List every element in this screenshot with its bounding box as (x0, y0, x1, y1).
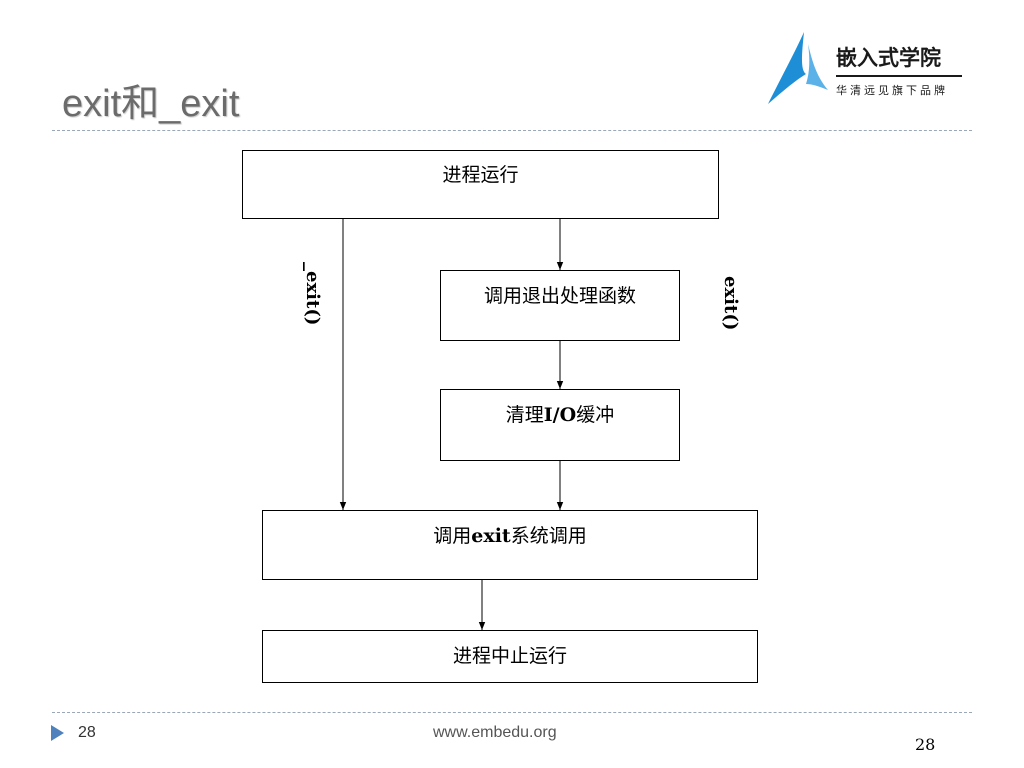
node-call-exit-handlers-label: 调用退出处理函数 (483, 285, 636, 307)
node-exit-syscall-label-prefix: 调用 (433, 525, 472, 547)
node-exit-syscall-label-suffix: 系统调用 (510, 525, 587, 547)
edge-label-exit: exit() (720, 276, 741, 331)
logo-tagline: 华清远见旗下品牌 (836, 84, 948, 97)
node-process-running-label: 进程运行 (442, 164, 519, 186)
node-exit-syscall-label-exit: exit (471, 525, 511, 547)
page-number: 28 (915, 735, 936, 754)
header-divider (52, 130, 972, 131)
play-triangle-icon (51, 725, 64, 741)
node-process-running: 进程运行 (242, 150, 719, 219)
node-clean-io-buffer: 清理I/O缓冲 (440, 389, 680, 461)
node-process-terminated-label: 进程中止运行 (452, 645, 567, 667)
footer-divider (52, 712, 972, 713)
node-call-exit-handlers: 调用退出处理函数 (440, 270, 680, 341)
sail-logo-icon (768, 32, 828, 104)
logo-name: 嵌入式学院 (836, 46, 941, 70)
node-exit-syscall: 调用exit系统调用 (262, 510, 758, 580)
footer-slide-number: 28 (78, 724, 96, 741)
node-process-terminated: 进程中止运行 (262, 630, 758, 683)
node-clean-io-buffer-label-io: I/O (543, 404, 577, 426)
node-clean-io-buffer-label-prefix: 清理 (505, 404, 544, 426)
logo-underline (836, 75, 962, 77)
edge-label-underscore-exit: _exit() (302, 262, 323, 326)
footer-url: www.embedu.org (433, 724, 557, 741)
node-clean-io-buffer-label-suffix: 缓冲 (576, 404, 615, 426)
slide-title: exit和_exit (62, 83, 240, 125)
